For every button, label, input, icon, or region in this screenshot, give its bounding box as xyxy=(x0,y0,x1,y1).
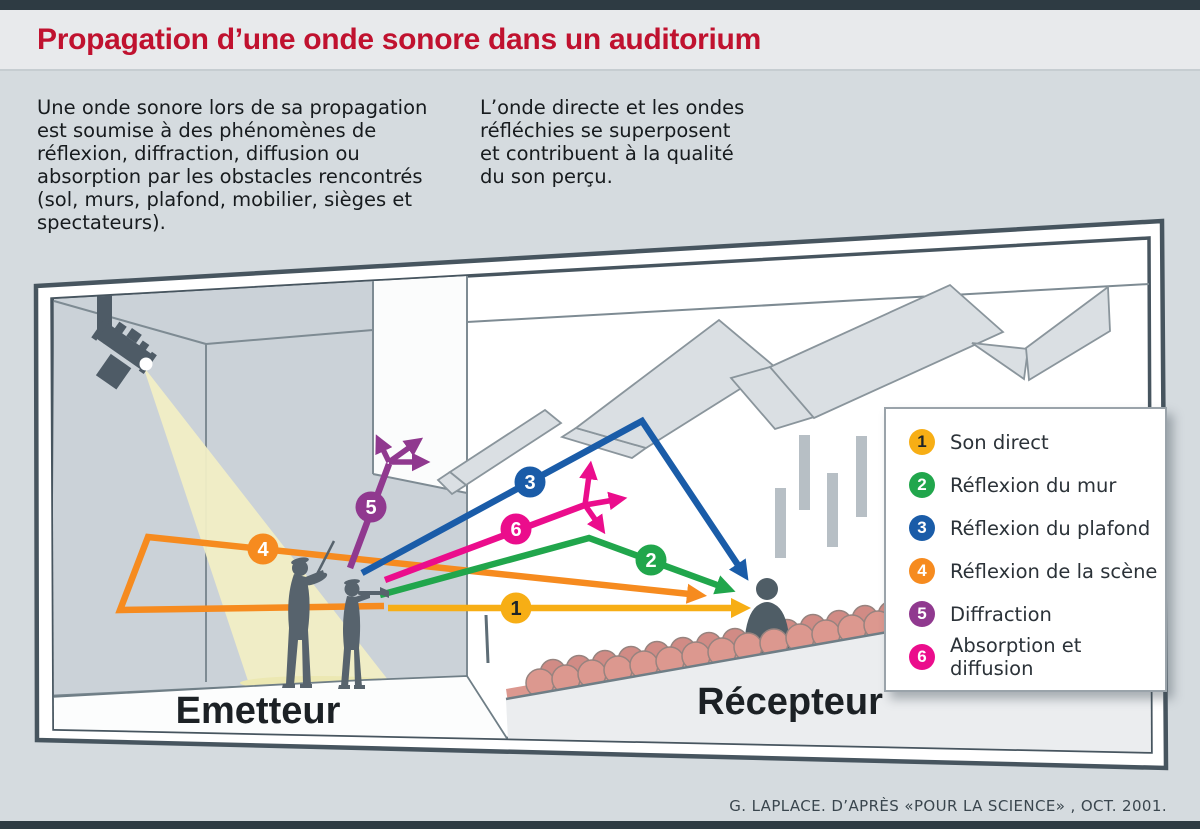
stage-front xyxy=(52,675,510,741)
path-ceiling-reflection xyxy=(360,416,749,581)
legend-badge-2: 2 xyxy=(909,472,935,498)
legend-badge-4: 4 xyxy=(909,558,935,584)
diffraction-fork xyxy=(375,434,431,472)
legend-label: Réflexion du plafond xyxy=(950,516,1151,540)
legend-panel: 1 Son direct 2 Réflexion du mur 3 Réflex… xyxy=(884,407,1167,692)
svg-text:2: 2 xyxy=(645,550,656,572)
legend-item-son-direct: 1 Son direct xyxy=(886,424,1165,460)
badge-5 xyxy=(355,491,387,523)
violinist-silhouette xyxy=(282,540,336,688)
path-wall-reflection xyxy=(379,534,736,599)
stage-corner-edge xyxy=(484,614,490,664)
title-bar: Propagation d’une onde sonore dans un au… xyxy=(0,10,1200,71)
hanging-baffles xyxy=(775,435,867,558)
svg-text:4: 4 xyxy=(257,539,269,561)
legend-badge-6: 6 xyxy=(909,644,935,670)
svg-text:6: 6 xyxy=(510,519,521,541)
proscenium-tower xyxy=(373,276,467,493)
top-bar xyxy=(0,0,1200,10)
legend-badge-1: 1 xyxy=(909,429,935,455)
legend-item-absorption-diffusion: 6 Absorption et diffusion xyxy=(886,634,1165,680)
bottom-bar xyxy=(0,821,1200,829)
legend-item-diffraction: 5 Diffraction xyxy=(886,596,1165,632)
badge-3 xyxy=(514,466,546,498)
ceiling-panels xyxy=(436,283,1111,496)
receiver-label: Récepteur xyxy=(697,681,883,723)
legend-label: Réflexion du mur xyxy=(950,473,1117,497)
badge-4 xyxy=(247,533,279,565)
source-credit: G. LAPLACE. D’APRÈS «POUR LA SCIENCE» , … xyxy=(729,797,1167,815)
badge-1 xyxy=(500,592,532,624)
intro-paragraph-right: L’onde directe et les ondes réfléchies s… xyxy=(480,96,745,188)
legend-badge-5: 5 xyxy=(909,601,935,627)
legend-badge-3: 3 xyxy=(909,515,935,541)
intro-paragraph-left: Une onde sonore lors de sa propagation e… xyxy=(37,96,428,234)
legend-label: Son direct xyxy=(950,430,1049,454)
legend-item-reflexion-scene: 4 Réflexion de la scène xyxy=(886,553,1165,589)
page-title: Propagation d’une onde sonore dans un au… xyxy=(37,22,761,56)
svg-text:1: 1 xyxy=(510,598,521,620)
svg-text:5: 5 xyxy=(365,497,376,519)
path-badges: 1 2 3 4 5 6 xyxy=(247,466,667,624)
legend-label: Diffraction xyxy=(950,602,1052,626)
legend-label: Absorption et diffusion xyxy=(950,634,1082,680)
path-absorption xyxy=(383,501,587,584)
legend-item-reflexion-mur: 2 Réflexion du mur xyxy=(886,467,1165,503)
trumpeter-silhouette xyxy=(338,579,389,689)
legend-item-reflexion-plafond: 3 Réflexion du plafond xyxy=(886,510,1165,546)
spotlight-lens xyxy=(139,357,153,371)
badge-2 xyxy=(635,544,667,576)
spotlight-icon xyxy=(91,294,157,390)
absorption-fork xyxy=(579,460,628,535)
svg-text:3: 3 xyxy=(524,472,535,494)
emitter-label: Emetteur xyxy=(176,690,341,732)
light-beam xyxy=(143,366,392,693)
badge-6 xyxy=(500,513,532,545)
legend-label: Réflexion de la scène xyxy=(950,559,1158,583)
